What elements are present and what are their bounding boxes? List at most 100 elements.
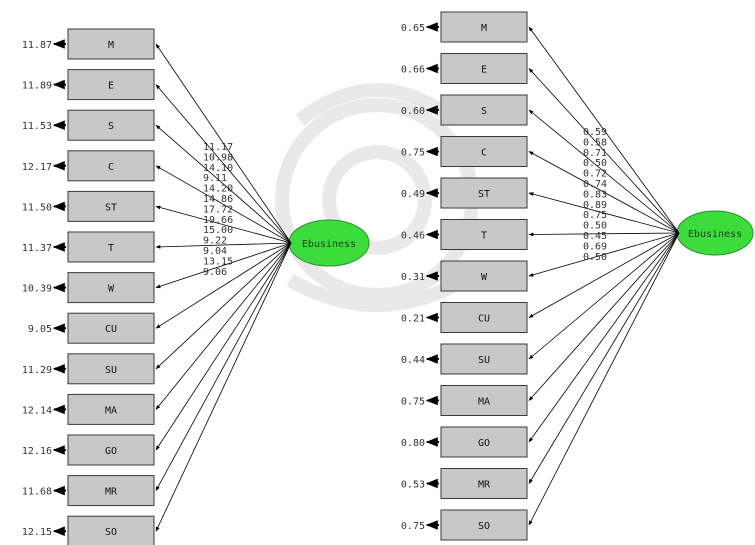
right_model-indicator-m: M0.650.59 — [401, 11, 680, 234]
left_model-path-arrow — [155, 165, 292, 244]
left_model-indicator-box — [67, 312, 155, 344]
left_model-path-coefficient: 14.20 — [203, 184, 233, 195]
right_model-path-arrow — [528, 232, 680, 318]
left_model-indicator-label: W — [108, 284, 115, 295]
left_model-indicator-label: SU — [105, 365, 117, 376]
right_model-path-coefficient: 0.58 — [583, 137, 607, 148]
right_model-indicator-label: C — [481, 148, 487, 159]
left_model-path-arrow — [155, 242, 292, 249]
right_model-indicator-box — [440, 385, 528, 416]
left_model-path-coefficient: 10.98 — [203, 152, 233, 163]
right_model-path-coefficient: 0.45 — [583, 231, 607, 242]
right_model-indicator-go: GO0.800.45 — [401, 231, 680, 458]
left_model-path-arrow — [155, 124, 292, 244]
right_model-path-arrow — [528, 232, 680, 484]
right_model-indicator-label: T — [481, 231, 487, 242]
left_model-error-variance: 11.68 — [22, 487, 52, 498]
left_model-indicator-box — [67, 434, 155, 466]
left_model-indicator-box — [67, 353, 155, 385]
left-model: EbusinessM11.8711.17E11.8910.98S11.5314.… — [22, 28, 370, 545]
left_model-error-variance: 11.89 — [22, 81, 52, 92]
right_model-path-arrow — [528, 232, 680, 526]
left_model-indicator-box — [67, 515, 155, 545]
right_model-path-coefficient: 0.59 — [583, 127, 607, 138]
right_model-path-arrow — [528, 151, 680, 234]
left_model-indicator-box — [67, 393, 155, 425]
right_model-path-coefficient: 0.83 — [583, 189, 607, 200]
right_model-error-variance: 0.60 — [401, 106, 425, 117]
right_model-path-arrow — [528, 232, 680, 277]
left_model-path-arrow — [155, 43, 292, 244]
right_model-indicator-box — [440, 94, 528, 126]
left_model-indicator-box — [67, 475, 155, 507]
right_model-error-variance: 0.66 — [401, 65, 425, 76]
right_model-error-variance: 0.31 — [401, 272, 425, 283]
right_model-indicator-mr: MR0.530.69 — [401, 232, 680, 499]
left_model-path-arrow — [155, 242, 292, 370]
right_model-indicator-box — [440, 302, 528, 333]
right_model-indicator-box — [440, 509, 528, 541]
left_model-indicator-label: T — [108, 243, 114, 254]
right_model-indicator-box — [440, 260, 528, 292]
right_model-indicator-su: SU0.440.75 — [401, 210, 680, 375]
right_model-indicator-box — [440, 136, 528, 167]
left_model-path-arrow — [155, 242, 292, 492]
left_model-indicator-box — [67, 150, 155, 182]
right_model-path-coefficient: 0.89 — [583, 200, 607, 211]
right_model-path-arrow — [528, 26, 680, 234]
right_model-indicator-w: W0.310.83 — [401, 189, 680, 292]
left_model-error-variance: 12.15 — [22, 527, 52, 538]
left_model-indicator-box — [67, 28, 155, 60]
right_model-path-coefficient: 0.69 — [583, 241, 607, 252]
right_model-indicator-box — [440, 343, 528, 375]
right_model-error-variance: 0.49 — [401, 189, 425, 200]
left_model-error-variance: 12.16 — [22, 446, 52, 457]
right_model-indicator-s: S 0.60 0.71 — [401, 94, 680, 234]
left_model-indicator-box — [67, 190, 155, 222]
right_model-path-coefficient: 0.50 — [583, 252, 607, 263]
right_model-indicator-c: C0.750.50 — [401, 136, 680, 234]
left_model-indicator-box — [67, 109, 155, 141]
left_model-indicator-box — [67, 231, 155, 263]
right_model-path-coefficient: 0.71 — [583, 148, 607, 159]
right_model-indicator-cu: CU0.210.89 — [401, 200, 680, 333]
right_model-error-variance: 0.46 — [401, 231, 425, 242]
right_model-indicator-e: E 0.66 0.58 — [401, 53, 680, 234]
right_model-indicator-t: T0.460.74 — [401, 179, 680, 250]
right_model-error-variance: 0.75 — [401, 397, 425, 408]
right_model-path-coefficient: 0.72 — [583, 169, 607, 180]
left_model-path-coefficient: 11.17 — [203, 142, 233, 153]
left_model-indicator-box — [67, 69, 155, 101]
right_model-indicator-label: M — [481, 23, 487, 34]
right_model-path-arrow — [528, 109, 680, 234]
right_model-indicator-box — [440, 177, 528, 209]
right_model-error-variance: 0.75 — [401, 148, 425, 159]
left_model-indicator-label: GO — [105, 446, 117, 457]
right_model-indicator-st: ST 0.49 0.72 — [401, 169, 680, 234]
left_model-error-variance: 10.39 — [22, 284, 52, 295]
right_model-error-variance: 0.21 — [401, 314, 425, 325]
left_model-error-variance: 12.17 — [22, 162, 52, 173]
left_model-error-variance: 12.14 — [22, 405, 52, 416]
right_model-indicator-label: ST — [478, 189, 490, 200]
right_model-indicator-box — [440, 11, 528, 43]
left_model-path-coefficient: 9.06 — [203, 267, 227, 278]
right_model-indicator-label: E — [481, 65, 487, 76]
right_model-indicator-label: SO — [478, 521, 490, 532]
right_model-indicator-label: S — [481, 106, 487, 117]
left_model-path-arrow — [155, 242, 292, 289]
right_model-indicator-box — [440, 219, 528, 250]
left_model-path-coefficient: 9.11 — [203, 173, 227, 184]
right_model-path-arrow — [528, 192, 680, 234]
right_model-indicator-label: GO — [478, 438, 490, 449]
